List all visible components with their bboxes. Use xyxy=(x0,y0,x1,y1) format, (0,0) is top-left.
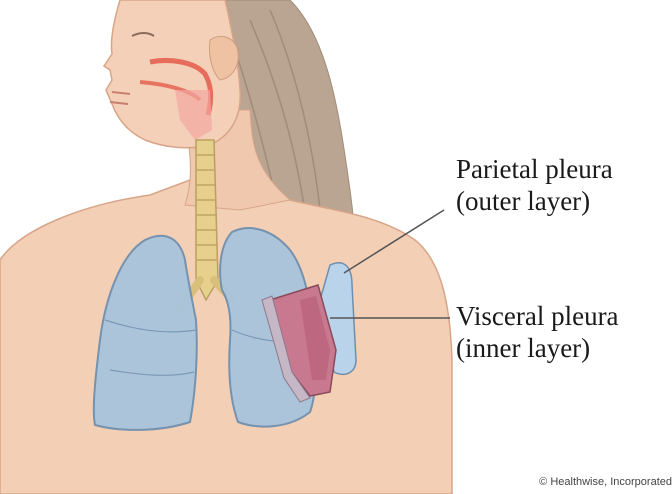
parietal-pleura-title: Parietal pleura xyxy=(456,153,613,185)
visceral-pleura-title: Visceral pleura xyxy=(456,300,619,332)
visceral-pleura-subtitle: (inner layer) xyxy=(456,332,619,364)
parietal-pleura-label: Parietal pleura (outer layer) xyxy=(456,153,613,217)
copyright-credit: © Healthwise, Incorporated xyxy=(539,476,672,488)
torso xyxy=(0,180,452,494)
trachea xyxy=(196,140,218,300)
visceral-pleura-label: Visceral pleura (inner layer) xyxy=(456,300,619,364)
parietal-pleura-subtitle: (outer layer) xyxy=(456,185,613,217)
